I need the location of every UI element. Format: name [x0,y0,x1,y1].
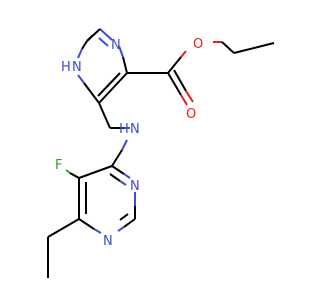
atom-f: F [55,158,62,173]
atom-n-amine: N [130,122,140,137]
atom-n-imidazole-h: N [72,60,82,75]
imidazole-ring [77,28,128,104]
atom-o-carbonyl: O [186,107,196,122]
atom-o-ester: O [193,37,203,52]
pyrimidine-ring [78,165,136,234]
fluoro-substituent [65,169,80,179]
atom-n-pyrimidine-bottom: N [103,234,113,249]
atom-n-imidazole-top: N [111,38,121,53]
ester-group [127,41,275,106]
atom-n-pyrimidine-right: N [130,179,140,194]
ethyl-substituent [47,218,80,278]
linker [98,102,130,167]
molecule-structure: N N H O O N H F N N [47,28,275,278]
atom-h-imidazole: H [61,60,71,75]
atom-h-amine: H [119,122,129,137]
